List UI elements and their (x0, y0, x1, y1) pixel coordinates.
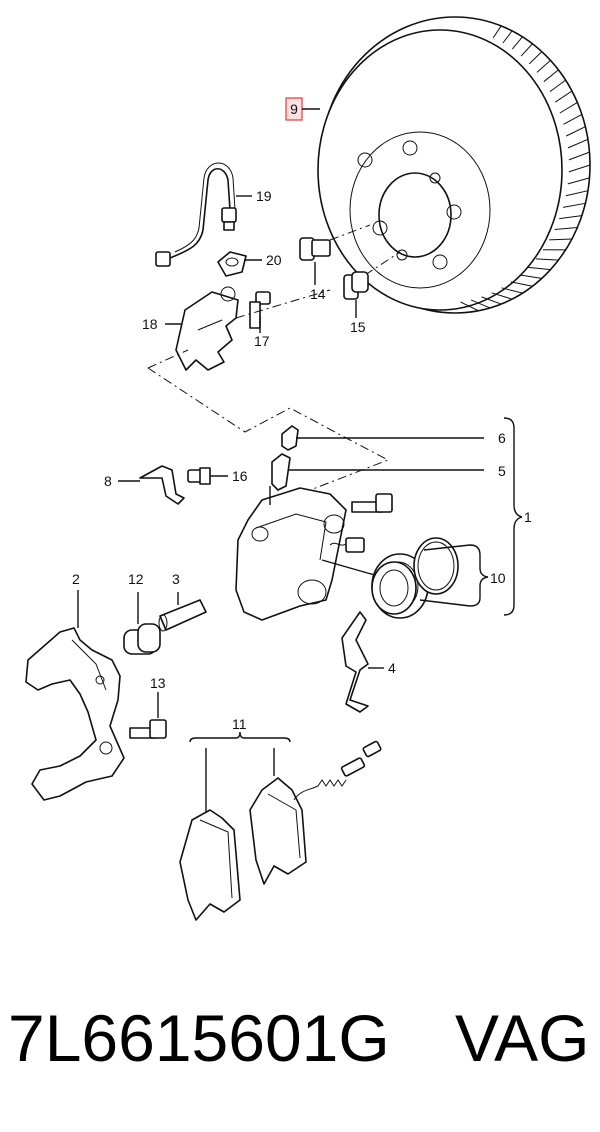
caliper-housing (235, 486, 347, 621)
callout-4: 4 (388, 660, 396, 676)
sleeve-15: 15 (343, 251, 401, 335)
callout-17: 17 (254, 333, 270, 349)
clip-20: 20 (217, 251, 282, 277)
brand-label: VAG (455, 1001, 590, 1075)
bleeder-5: 5 (271, 453, 506, 491)
guide-pin-3: 3 (158, 571, 207, 632)
bolt-16: 16 (187, 467, 248, 485)
callout-6: 6 (498, 430, 506, 446)
callout-18: 18 (142, 316, 158, 332)
brake-assembly-diagram: 9 14 15 19 20 18 (25, 16, 591, 921)
callout-2: 2 (72, 571, 80, 587)
callout-3: 3 (172, 571, 180, 587)
callout-10: 10 (490, 570, 506, 586)
spring-plate-8: 8 (104, 465, 185, 505)
callout-12: 12 (128, 571, 144, 587)
callout-5: 5 (498, 463, 506, 479)
seal-kit-10: 10 (321, 537, 506, 619)
wear-sensor-wire (293, 740, 382, 801)
caliper-bolt (351, 493, 393, 513)
bolt-17: 17 (249, 291, 271, 349)
callout-15: 15 (350, 319, 366, 335)
brake-disc (317, 16, 591, 314)
callout-20: 20 (266, 252, 282, 268)
brake-pads-11: 11 (179, 716, 307, 921)
part-number: 7L6615601G (8, 1001, 390, 1075)
callout-8: 8 (104, 473, 112, 489)
spring-clip-4: 4 (341, 611, 396, 713)
guide-boot-12: 12 (123, 571, 161, 655)
callout-19: 19 (256, 188, 272, 204)
brake-hose: 19 (155, 162, 272, 267)
part-number-footer: 7L6615601G VAG (0, 1000, 600, 1100)
callout-1: 1 (524, 509, 532, 525)
callout-9-label: 9 (290, 101, 298, 117)
bolt-13: 13 (129, 675, 167, 739)
bolt-14: 14 (299, 224, 371, 302)
bleeder-6: 6 (281, 425, 506, 451)
caliper-carrier-2: 2 (25, 571, 125, 801)
bracket-18: 18 (142, 286, 239, 371)
callout-9: 9 (285, 97, 320, 121)
callout-11: 11 (232, 716, 247, 732)
callout-16: 16 (232, 468, 248, 484)
wear-sensor-plug (329, 537, 365, 553)
callout-14: 14 (310, 286, 326, 302)
callout-13: 13 (150, 675, 166, 691)
